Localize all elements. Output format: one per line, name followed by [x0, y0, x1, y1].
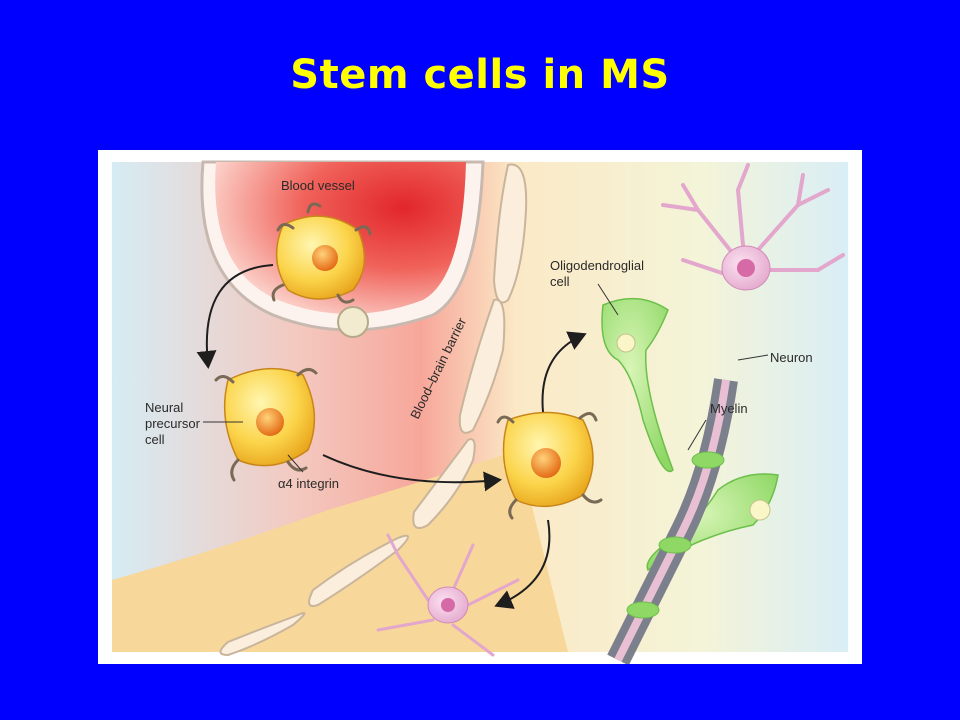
label-neural-precursor-3: cell — [145, 432, 165, 447]
label-myelin: Myelin — [710, 401, 748, 416]
illustration-svg: Blood vessel Blood–brain barrier Neural … — [98, 150, 862, 664]
label-oligodendroglial-2: cell — [550, 274, 570, 289]
label-blood-vessel: Blood vessel — [281, 178, 355, 193]
label-neural-precursor-2: precursor — [145, 416, 201, 431]
label-a4-integrin: α4 integrin — [278, 476, 339, 491]
slide-title: Stem cells in MS — [0, 52, 960, 98]
label-neuron: Neuron — [770, 350, 813, 365]
stem-cell-illustration: Blood vessel Blood–brain barrier Neural … — [98, 150, 862, 664]
oligodendroglial-nucleus-2 — [750, 500, 770, 520]
oligodendroglial-nucleus — [617, 334, 635, 352]
label-neural-precursor-1: Neural — [145, 400, 183, 415]
blood-cell — [338, 307, 368, 337]
label-oligodendroglial-1: Oligodendroglial — [550, 258, 644, 273]
